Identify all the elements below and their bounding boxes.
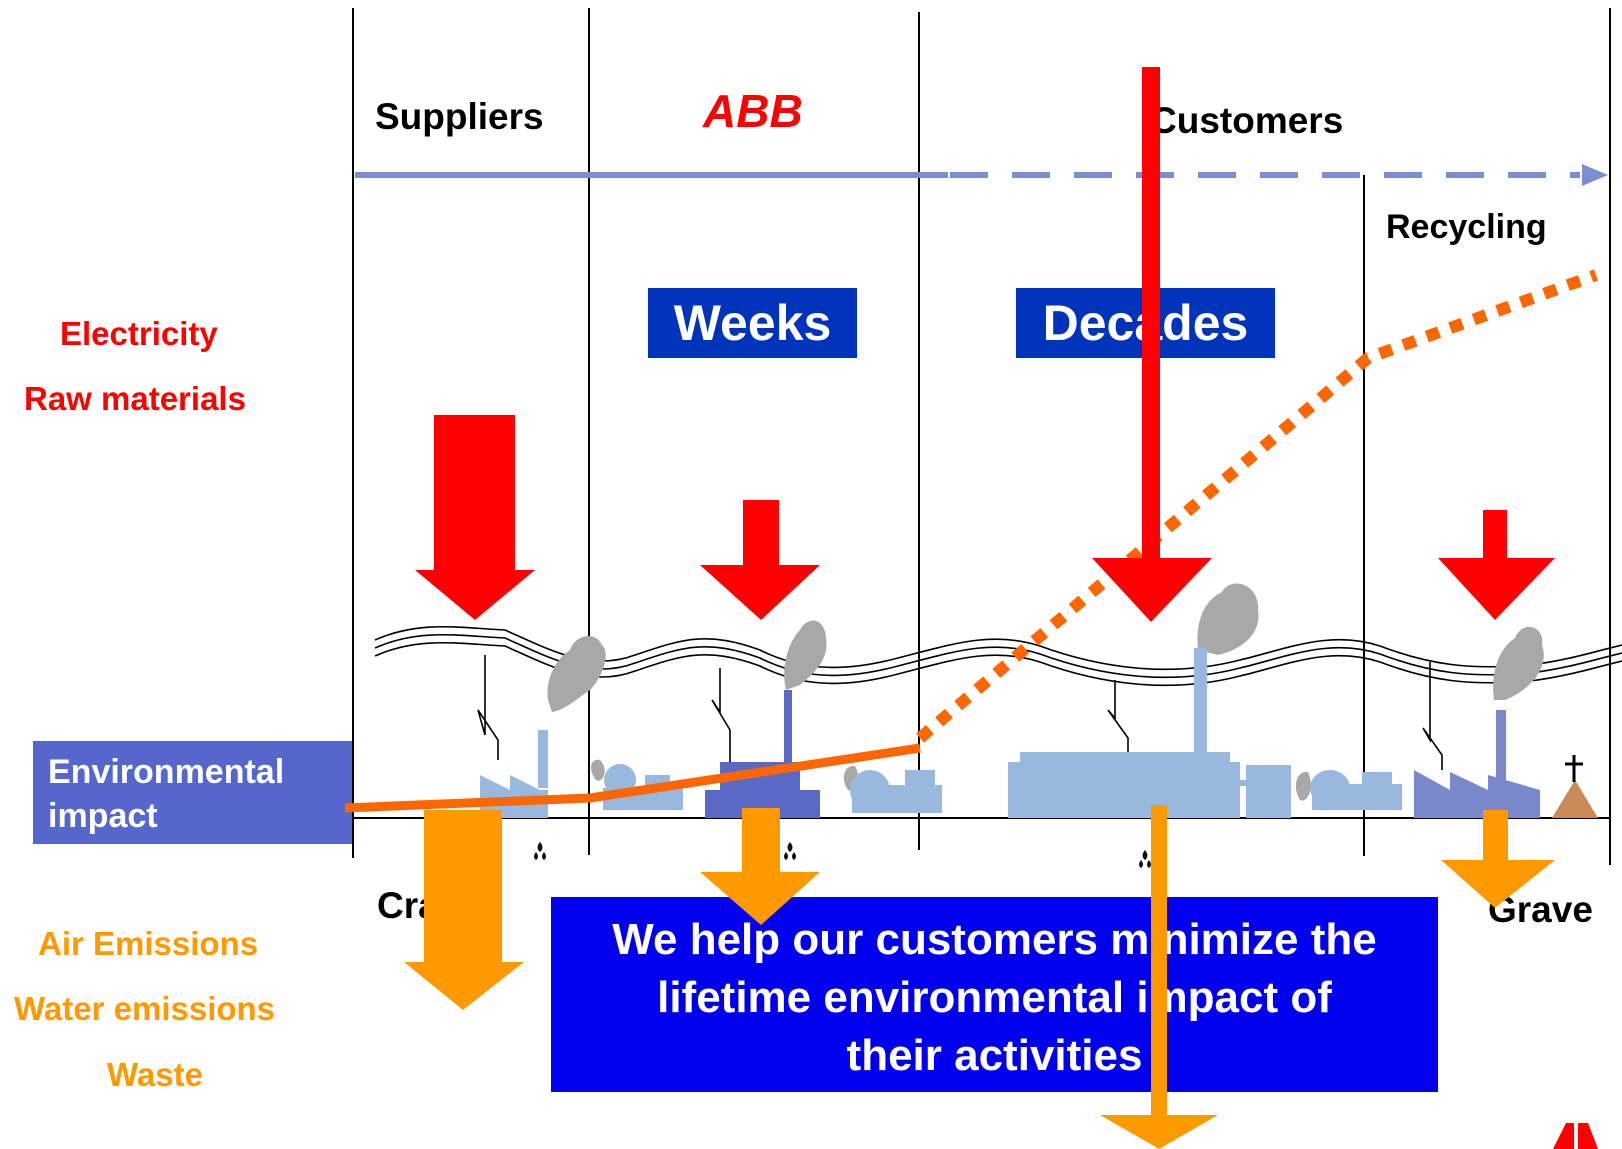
weeks-box: Weeks (648, 288, 857, 358)
output-arrow-recycling (1441, 810, 1555, 908)
smoke-icon (547, 583, 1544, 801)
recycling-label: Recycling (1386, 208, 1547, 246)
factory-icon (705, 690, 820, 818)
truck-icon (850, 770, 942, 813)
environmental-impact-line1: Environmental (48, 753, 285, 791)
timeline-arrow (355, 164, 1608, 186)
message-line2: lifetime environmental impact of (657, 973, 1332, 1022)
water-emissions-label: Water emissions (14, 990, 276, 1027)
factory-icon (1414, 710, 1540, 818)
message-line1: We help our customers minimize the (612, 915, 1377, 964)
input-arrow-suppliers (415, 415, 535, 620)
environmental-impact-box: Environmental impact (33, 741, 354, 844)
air-emissions-label: Air Emissions (38, 925, 259, 962)
message-line3: their activities (846, 1031, 1143, 1080)
suppliers-label: Suppliers (375, 96, 544, 137)
factory-icon (1008, 648, 1291, 818)
phase-dividers (352, 8, 1611, 865)
abb-logo-icon: ABB (702, 85, 803, 137)
input-arrow-abb (700, 500, 820, 620)
customers-label: Customers (1150, 100, 1344, 141)
environmental-impact-line2: impact (48, 797, 158, 835)
input-arrow-recycling (1438, 510, 1555, 620)
input-arrow-customers (1092, 67, 1212, 622)
abb-logo-icon (1553, 1123, 1598, 1149)
weeks-label: Weeks (673, 295, 832, 351)
output-arrow-customers (1100, 805, 1218, 1149)
grave-cross-icon (1552, 755, 1598, 818)
output-arrow-suppliers (404, 810, 524, 1010)
output-arrows (404, 805, 1555, 1149)
electricity-label: Electricity (60, 315, 218, 352)
message-box: We help our customers minimize the lifet… (551, 897, 1438, 1092)
water-drop-icon (534, 842, 1151, 868)
truck-icon (1310, 770, 1402, 810)
waste-label: Waste (107, 1056, 203, 1093)
raw-materials-label: Raw materials (24, 380, 246, 417)
input-arrows (415, 67, 1555, 622)
factory-icon (480, 730, 548, 818)
output-arrow-abb (700, 808, 820, 925)
environmental-impact-line (344, 269, 1599, 813)
